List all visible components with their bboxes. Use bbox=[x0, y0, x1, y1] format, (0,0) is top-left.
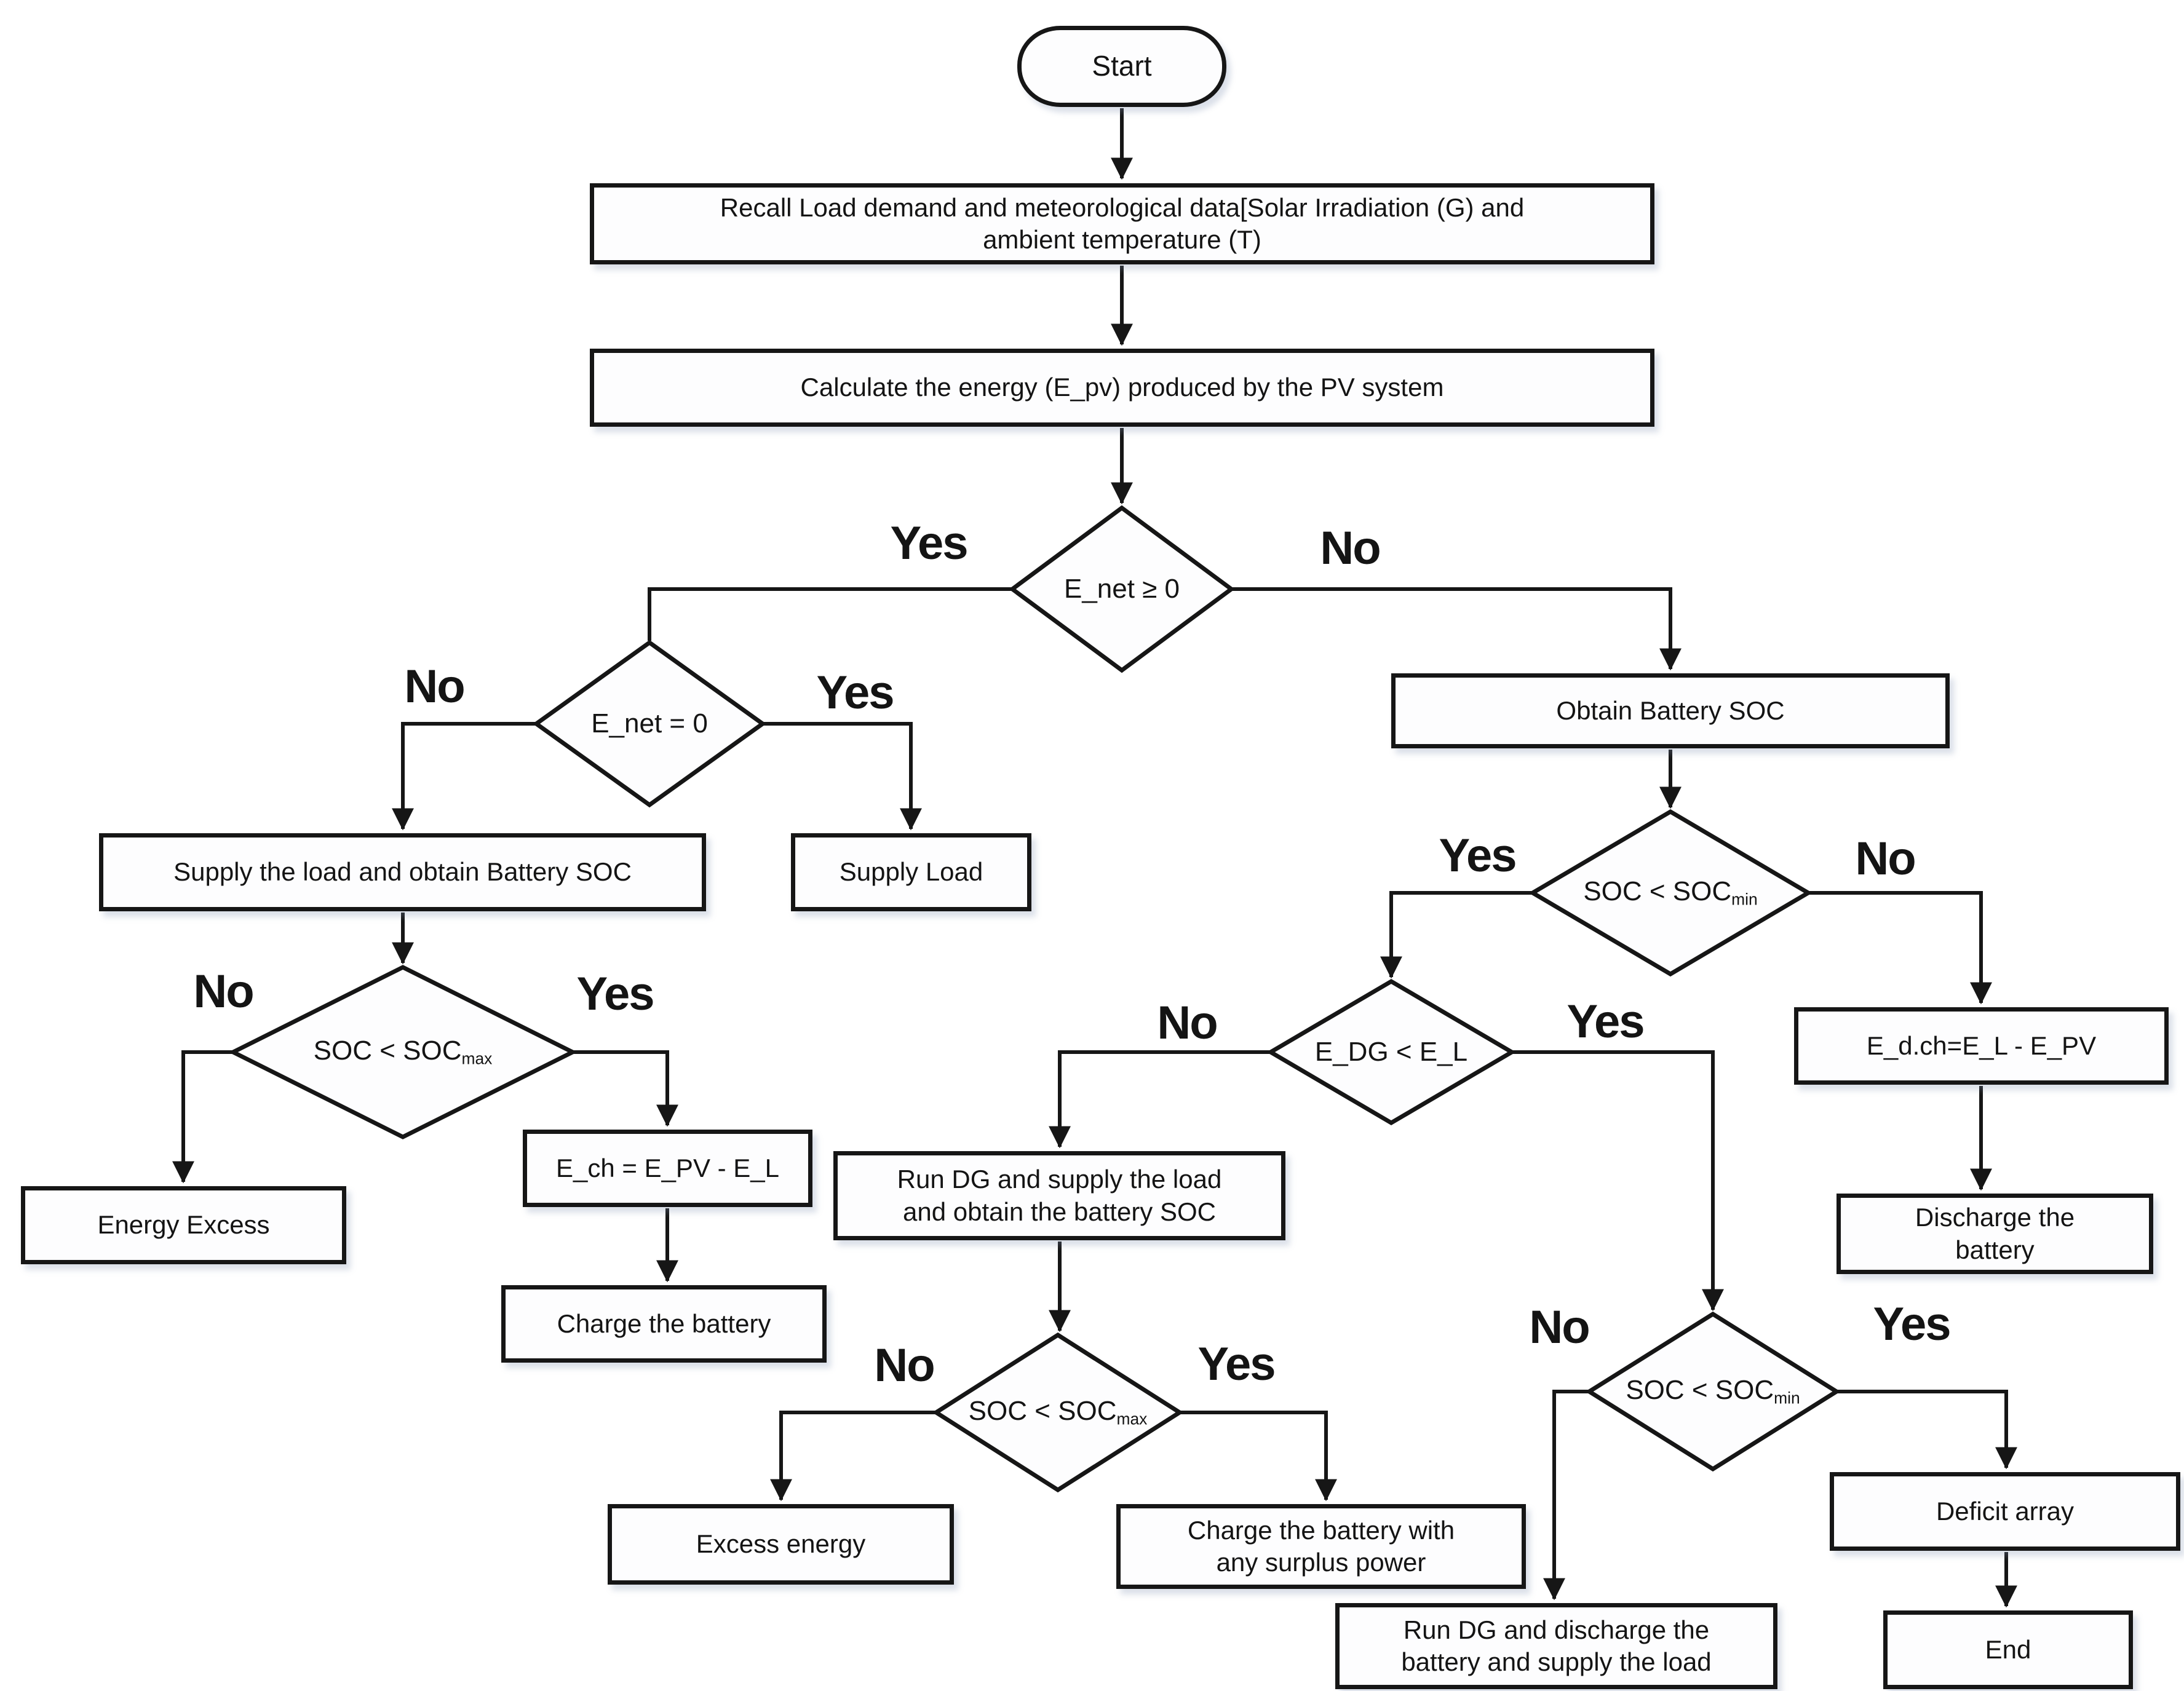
node-end: End bbox=[1883, 1610, 2133, 1689]
node-recall-data: Recall Load demand and meteorological da… bbox=[590, 183, 1654, 264]
edge-eq0-no bbox=[392, 722, 536, 831]
node-start: Start bbox=[1017, 26, 1226, 107]
edge-socmin2-yes bbox=[1837, 1390, 2017, 1470]
node-energy-excess: Energy Excess bbox=[21, 1186, 346, 1264]
edge-enet-yes bbox=[648, 587, 1012, 641]
node-edch-formula: E_d.ch=E_L - E_PV bbox=[1794, 1007, 2169, 1085]
decision-enet-eq0 bbox=[532, 640, 767, 808]
node-charge-battery: Charge the battery bbox=[501, 1285, 827, 1363]
node-deficit-array: Deficit array bbox=[1830, 1472, 2180, 1551]
node-supply-load-obtain-soc: Supply the load and obtain Battery SOC bbox=[99, 833, 706, 911]
edge-edg-yes bbox=[1512, 1050, 1724, 1312]
node-run-dg-discharge: Run DG and discharge the battery and sup… bbox=[1335, 1603, 1777, 1689]
node-excess-energy: Excess energy bbox=[608, 1504, 954, 1585]
node-ech-formula: E_ch = E_PV - E_L bbox=[523, 1130, 812, 1207]
edge-socmax2-no bbox=[770, 1411, 936, 1502]
edge-socmax-no bbox=[172, 1050, 233, 1184]
edge-socmin-no bbox=[1808, 891, 1992, 1005]
edge-socmin2-no bbox=[1543, 1390, 1589, 1601]
edge-edg-no bbox=[1049, 1050, 1271, 1149]
decision-soc-min-right bbox=[1528, 809, 1813, 977]
node-obtain-battery-soc: Obtain Battery SOC bbox=[1391, 673, 1950, 748]
decision-soc-max-mid bbox=[932, 1332, 1184, 1493]
edge-socmax-yes bbox=[573, 1050, 678, 1127]
decision-soc-max-left bbox=[228, 965, 578, 1139]
edge-enet-no bbox=[1231, 587, 1682, 671]
edge-socmin-yes bbox=[1380, 891, 1533, 979]
decision-soc-min-bottom bbox=[1585, 1311, 1841, 1472]
edge-eq0-yes bbox=[763, 722, 922, 831]
decision-enet-ge0 bbox=[1009, 505, 1235, 673]
node-discharge-battery: Discharge the battery bbox=[1837, 1194, 2153, 1274]
decision-edg-lt-el bbox=[1266, 978, 1516, 1126]
node-charge-surplus: Charge the battery with any surplus powe… bbox=[1116, 1504, 1526, 1589]
node-run-dg-supply: Run DG and supply the load and obtain th… bbox=[833, 1151, 1285, 1240]
node-supply-load: Supply Load bbox=[791, 833, 1031, 911]
edge-socmax2-yes bbox=[1180, 1411, 1337, 1502]
node-calculate-epv: Calculate the energy (E_pv) produced by … bbox=[590, 349, 1654, 427]
